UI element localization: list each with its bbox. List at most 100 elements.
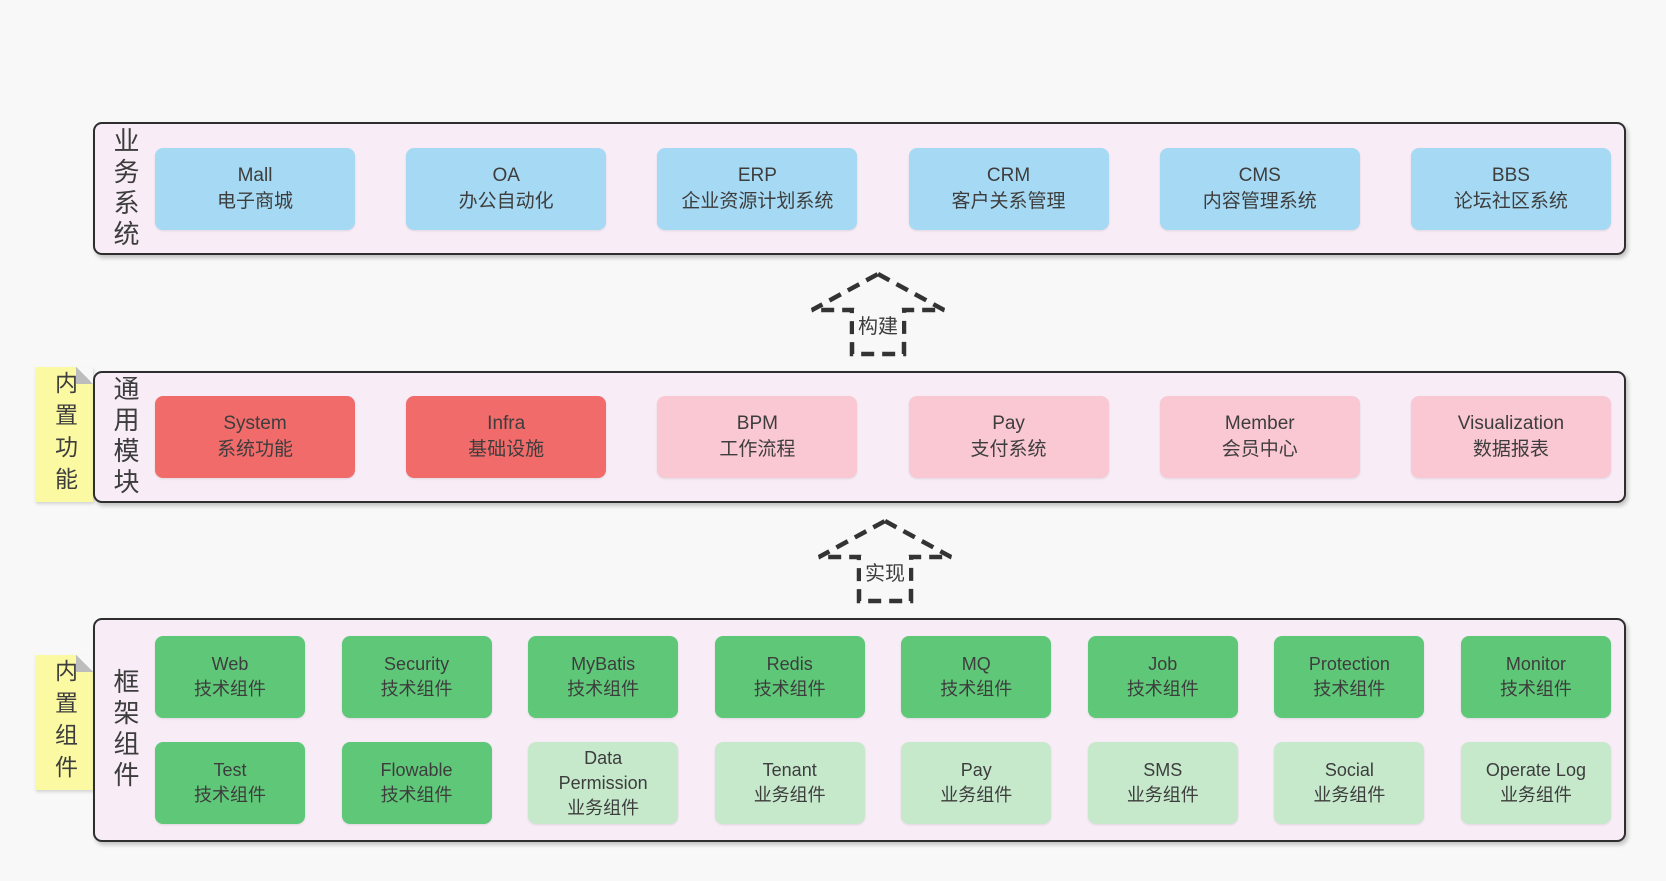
box-subtitle: 会员中心: [1221, 439, 1298, 460]
arrow-implement: 实现: [815, 517, 955, 605]
box-subtitle: 论坛社区系统: [1453, 190, 1568, 212]
box-title: ERP: [737, 164, 777, 186]
box-subtitle: 技术组件: [940, 679, 1013, 699]
box-title: Pay: [992, 413, 1025, 434]
box-title: Pay: [960, 760, 992, 780]
box-title: Monitor: [1505, 654, 1566, 674]
box-bpm: BPM 工作流程: [657, 396, 858, 478]
layer-title-column: 业务系统: [95, 124, 155, 253]
box-title: Web: [211, 654, 249, 674]
box-title: Mall: [237, 164, 273, 186]
box-title: CMS: [1238, 164, 1281, 186]
box-subtitle: 技术组件: [753, 679, 826, 699]
arrow-label: 实现: [861, 556, 909, 587]
box-subtitle: 技术组件: [194, 679, 266, 699]
box-title: SMS: [1143, 760, 1183, 780]
box-sms: SMS 业务组件: [1087, 742, 1238, 824]
box-title: System: [223, 413, 287, 434]
layer-title-column: 通用模块: [95, 373, 155, 501]
box-title: Visualization: [1457, 413, 1565, 434]
box-title: Operate Log: [1485, 760, 1586, 780]
layer-title: 通用模块: [110, 375, 140, 499]
box-subtitle: 技术组件: [1126, 679, 1199, 699]
box-subtitle: 内容管理系统: [1202, 190, 1317, 212]
box-security: Security 技术组件: [341, 636, 492, 718]
sticky-note-label: 内置功能: [51, 370, 78, 499]
box-title: Social: [1324, 760, 1374, 780]
sticky-note-built-in-features: 内置功能: [35, 367, 93, 502]
box-web: Web 技术组件: [155, 636, 305, 718]
box-subtitle: 电子商城: [216, 190, 293, 212]
box-subtitle: 系统功能: [216, 439, 293, 460]
box-subtitle: 办公自动化: [458, 190, 554, 212]
box-visualization: Visualization 数据报表: [1410, 396, 1611, 478]
box-title: OA: [492, 164, 520, 186]
box-test: Test 技术组件: [155, 742, 305, 824]
box-title: CRM: [986, 164, 1031, 186]
box-job: Job 技术组件: [1087, 636, 1238, 718]
box-title: BBS: [1491, 164, 1530, 186]
layer-content: Mall 电子商城 OA 办公自动化 ERP 企业资源计划系统 CRM 客户关系管理 CMS 内容…: [155, 124, 1624, 253]
arrow-build: 构建: [808, 270, 948, 358]
layer-title: 业务系统: [110, 126, 140, 251]
box-mall: Mall 电子商城: [155, 147, 355, 230]
layer-title: 框架组件: [110, 668, 140, 792]
sticky-note-label: 内置组件: [51, 658, 78, 787]
box-cms: CMS 内容管理系统: [1159, 147, 1360, 230]
box-bbs: BBS 论坛社区系统: [1410, 147, 1611, 230]
box-subtitle: 企业资源计划系统: [681, 190, 834, 212]
box-subtitle: 业务组件: [1313, 785, 1386, 805]
box-subtitle: 业务组件: [753, 785, 826, 805]
box-redis: Redis 技术组件: [714, 636, 865, 718]
box-subtitle: 业务组件: [1499, 785, 1572, 805]
box-title: MyBatis: [571, 654, 636, 674]
box-operate-log: Operate Log 业务组件: [1460, 742, 1611, 824]
box-system: System 系统功能: [155, 396, 355, 478]
box-oa: OA 办公自动化: [406, 147, 607, 230]
box-subtitle: 基础设施: [468, 439, 545, 460]
box-subtitle: 客户关系管理: [951, 190, 1066, 212]
box-title: Flowable: [380, 760, 453, 780]
box-title: Security: [384, 654, 450, 674]
box-subtitle: 技术组件: [1499, 679, 1572, 699]
layer-title-column: 框架组件: [95, 620, 155, 840]
box-subtitle: 技术组件: [380, 679, 453, 699]
folded-corner-icon: [76, 655, 93, 672]
box-title: Data Permission: [558, 747, 648, 793]
box-crm: CRM 客户关系管理: [908, 147, 1109, 230]
box-flowable: Flowable 技术组件: [341, 742, 492, 824]
box-title: Job: [1148, 654, 1178, 674]
arrow-label: 构建: [854, 309, 902, 340]
box-title: BPM: [736, 413, 778, 434]
sticky-note-built-in-components: 内置组件: [35, 655, 93, 790]
box-subtitle: 业务组件: [1126, 785, 1199, 805]
box-subtitle: 技术组件: [1313, 679, 1386, 699]
box-title: Test: [213, 760, 247, 780]
box-title: Member: [1224, 413, 1295, 434]
box-pay: Pay 业务组件: [901, 742, 1052, 824]
box-subtitle: 数据报表: [1472, 439, 1549, 460]
business-systems-row: Mall 电子商城 OA 办公自动化 ERP 企业资源计划系统 CRM 客户关系管理 CMS 内容…: [155, 147, 1611, 230]
box-monitor: Monitor 技术组件: [1460, 636, 1611, 718]
box-social: Social 业务组件: [1274, 742, 1425, 824]
box-title: Redis: [766, 654, 813, 674]
box-subtitle: 技术组件: [194, 785, 266, 805]
box-subtitle: 业务组件: [940, 785, 1013, 805]
box-erp: ERP 企业资源计划系统: [657, 147, 858, 230]
box-subtitle: 工作流程: [719, 439, 796, 460]
box-subtitle: 技术组件: [380, 785, 453, 805]
folded-corner-icon: [76, 367, 93, 384]
box-title: Protection: [1308, 654, 1390, 674]
box-protection: Protection 技术组件: [1274, 636, 1425, 718]
